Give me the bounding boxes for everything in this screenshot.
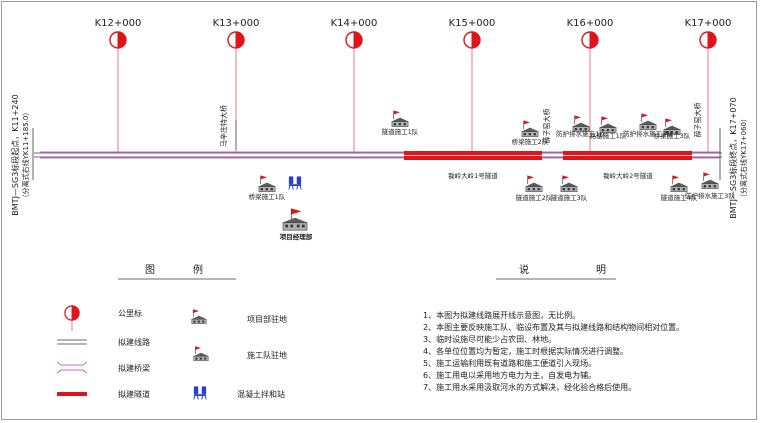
note-item: 3、临时设施尽可能少占农田、林地。: [423, 334, 556, 344]
note-item: 5、施工运输利用既有道路和施工便道引入现场。: [423, 358, 596, 368]
bridge-label: 薛子窑大桥: [542, 109, 551, 144]
milestone-label: K14+000: [331, 18, 378, 29]
route-start-label: BMTJ—SG3标段起点，K11+240: [10, 94, 20, 215]
milestone-label: K15+000: [449, 18, 496, 29]
milestone-k14: K14+000: [331, 18, 378, 153]
team-label: 路基施工1队: [590, 131, 627, 140]
milestone-icon: [64, 305, 80, 321]
team-camp: 桥梁施工3队: [654, 118, 691, 140]
team-label: 隧道施工1队: [382, 127, 419, 136]
milestone-label: K16+000: [567, 18, 614, 29]
project-hq-icon: [281, 208, 309, 231]
construction-team-icon: [520, 120, 540, 138]
team-label: 防护排水施工3队: [685, 191, 735, 200]
team-label: 防护排水施工1队: [556, 129, 606, 138]
bridge-ma-xinzhuang: [40, 151, 404, 159]
legend-label: 混凝土拌和站: [237, 389, 285, 399]
team-camp: 路基施工1队: [590, 116, 627, 140]
bridge-xuezi-2: [692, 151, 720, 159]
construction-team-icon: [257, 175, 277, 193]
legend: 图 例 公里标 拟建线路 拟建桥梁 拟建隧道 项目部驻地 施工队驻地 混凝土拌和…: [56, 263, 287, 400]
note-item: 1、本图为拟建线路展开线示意图，无比例。: [423, 310, 580, 320]
concrete-mixing-station-icon: [288, 175, 302, 190]
milestone-k16: K16+000: [567, 18, 614, 153]
tunnel-label: 锄岭大岭1号隧道: [448, 171, 498, 180]
milestone-icon: [463, 31, 481, 49]
bridge-label: 薛子窑大桥: [693, 103, 702, 138]
tunnel-icon: [57, 392, 87, 396]
legend-title: 图: [145, 264, 155, 276]
construction-team-icon: [390, 110, 410, 128]
legend-label: 拟建线路: [118, 337, 150, 347]
construction-team-icon: [669, 175, 689, 193]
project-hq: 项目经理部: [280, 208, 313, 241]
milestone-k15: K15+000: [449, 18, 496, 153]
construction-team-icon: [192, 346, 210, 362]
team-camp: 隧道施工4队: [661, 175, 698, 202]
note-item: 2、本图主要反映施工队、临设布置及其与拟建线路和结构物间相对位置。: [423, 322, 684, 332]
note-item: 6、施工用电以采用地方电力为主，自发电为辅。: [423, 370, 596, 380]
team-camp: 防护排水施工2队: [623, 113, 673, 138]
legend-label: 公里标: [118, 308, 142, 318]
legend-label: 施工队驻地: [247, 350, 287, 360]
milestone-icon: [581, 31, 599, 49]
notes: 说 明 1、本图为拟建线路展开线示意图，无比例。 2、本图主要反映施工队、临设布…: [423, 263, 684, 392]
milestone-icon: [345, 31, 363, 49]
milestones: K12+000 K13+000 K14+000 K15+000 K16+000 …: [95, 18, 732, 153]
legend-title: 例: [193, 263, 203, 276]
team-camp: 隧道施工2队: [516, 175, 553, 202]
team-camp: 桥梁施工2队: [512, 120, 549, 146]
route-end-label: BMTJ—SG3标段终点，K17+070: [728, 97, 738, 218]
construction-team-icon: [598, 116, 618, 134]
project-hq-icon: [190, 309, 208, 325]
team-label: 桥梁施工1队: [249, 192, 286, 201]
team-label: 隧道施工3队: [551, 193, 588, 202]
legend-label: 拟建桥梁: [118, 363, 150, 373]
legend-label: 拟建隧道: [118, 389, 150, 399]
construction-team-icon: [524, 175, 544, 193]
legend-label: 项目部驻地: [247, 314, 287, 324]
bridge-icon: [56, 361, 88, 374]
team-camp: 防护排水施工1队: [556, 115, 606, 138]
team-label: 桥梁施工2队: [512, 137, 549, 146]
milestone-k12: K12+000: [95, 18, 142, 153]
construction-team-icon: [559, 175, 579, 193]
milestone-label: K17+000: [685, 18, 732, 29]
notes-title: 明: [596, 264, 606, 276]
construction-team-icon: [700, 172, 720, 190]
note-item: 7、施工用水采用汲取河水的方式解决，经化验合格后使用。: [423, 382, 636, 392]
bridge-xuezi-1: [542, 151, 563, 159]
bridge-label: 马辛庄特大桥: [219, 105, 228, 147]
milestone-k17: K17+000: [685, 18, 732, 153]
milestone-icon: [109, 31, 127, 49]
notes-title: 说: [519, 263, 529, 276]
team-camp: 桥梁施工1队: [249, 175, 286, 201]
project-hq-label: 项目经理部: [280, 232, 313, 241]
route-end-sublabel: （分离式右线YK17+060）: [739, 115, 748, 201]
milestone-icon: [227, 31, 245, 49]
team-label: 隧道施工4队: [661, 193, 698, 202]
tunnel-label: 锄岭大岭2号隧道: [603, 171, 653, 180]
team-camp: 防护排水施工3队: [685, 172, 735, 200]
note-item: 4、各单位位置均为暂定，施工时根据实际情况进行调整。: [423, 346, 628, 356]
team-label: 防护排水施工2队: [623, 129, 673, 138]
team-camp: 隧道施工3队: [551, 175, 588, 202]
team-label: 桥梁施工3队: [654, 131, 691, 140]
milestone-label: K13+000: [213, 18, 260, 29]
team-camp: 隧道施工1队: [382, 110, 419, 136]
construction-team-icon: [638, 113, 658, 131]
milestone-icon: [699, 31, 717, 49]
route-start-sublabel: （分离式右线YK11+185.0）: [21, 109, 30, 202]
team-label: 隧道施工2队: [516, 193, 553, 202]
milestone-label: K12+000: [95, 18, 142, 29]
concrete-mixing-station-icon: [193, 385, 207, 400]
